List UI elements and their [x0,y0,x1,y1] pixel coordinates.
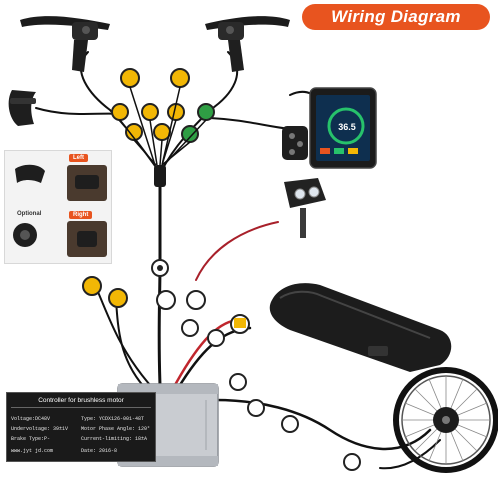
brake-lever-left-icon [20,16,110,72]
battery-icon [269,283,452,372]
display-speed: 36.5 [338,122,356,132]
controller-spec-title: Controller for brushless motor [11,397,151,408]
spec-voltage: Voltage:DC48V [11,416,51,422]
connector-icon [156,290,176,310]
spec-date: Date: 2016-8 [81,448,118,454]
thumb-throttle-icon [15,164,45,183]
connector-icon [82,276,102,296]
display-remote-icon [282,126,308,160]
connector-icon [343,453,361,471]
wheel-motor-icon [393,367,498,473]
spec-undervoltage: Undervoltage: 39±1V [11,426,69,432]
spec-website: www.jyt jd.com [11,448,54,454]
connector-icon [170,68,190,88]
inset-graphic [13,164,107,257]
controller-spec-label: Controller for brushless motor Voltage:D… [6,392,156,462]
connector-icon [181,125,199,143]
inset-left-label: Left [69,154,88,162]
spec-current-limit: Current-limiting: 18±A [81,436,148,442]
connector-icon [181,319,199,337]
connector-icon [229,373,247,391]
diagram-title: Wiring Diagram [302,4,490,30]
connector-icon [207,329,225,347]
connector-icon [111,103,129,121]
connector-icon [281,415,299,433]
headlight-icon [284,178,326,238]
spec-phase-angle: Motor Phase Angle: 120° [81,426,151,432]
throttle-options-inset: Left Right Optional [4,150,112,264]
connector-icon [247,399,265,417]
inset-optional-label: Optional [17,211,42,217]
connector-icon [141,103,159,121]
inset-right-label: Right [69,211,93,219]
spec-type: Type: YCDX126-001-48T [81,416,145,422]
brake-lever-right-icon [205,16,290,72]
spec-brake-type: Brake Type:P- [11,436,51,442]
connector-cluster [111,68,215,277]
connector-icon [186,290,206,310]
connector-icon [120,68,140,88]
throttle-icon [8,90,36,126]
connector-icon [108,288,128,308]
side-connectors [82,276,361,471]
connector-icon [197,103,215,121]
display-icon [309,87,377,169]
